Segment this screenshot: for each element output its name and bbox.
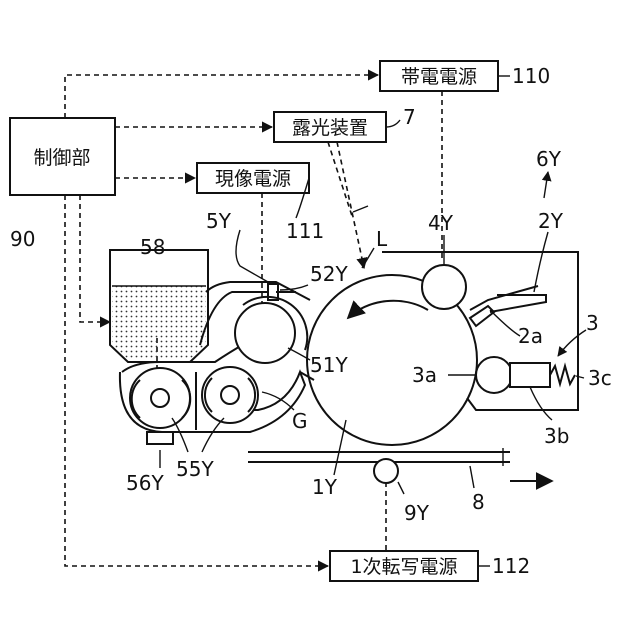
laser-break-mark — [353, 206, 368, 212]
label-6Y: 6Y — [536, 147, 562, 171]
laser-beam — [328, 142, 368, 268]
roller-holder — [510, 363, 550, 387]
intermediate-transfer-belt — [248, 448, 552, 483]
label-110: 110 — [512, 64, 550, 88]
developing-unit — [110, 250, 314, 444]
label-4Y: 4Y — [428, 211, 454, 235]
leader-L — [362, 248, 374, 268]
primary-transfer-power-supply-label: 1次転写電源 — [350, 556, 457, 578]
leader-2Y — [534, 232, 548, 292]
label-52Y: 52Y — [310, 262, 348, 286]
charging-roller — [422, 265, 466, 309]
leader-9Y — [398, 482, 404, 494]
leader-7 — [386, 120, 400, 127]
leader-2a — [490, 310, 520, 336]
cleaner-bottom-seal — [467, 398, 538, 410]
developing-power-supply-label: 現像電源 — [215, 168, 291, 190]
primary-transfer-roller — [374, 459, 398, 483]
label-L: L — [376, 227, 388, 251]
leader-3 — [558, 330, 586, 356]
label-90: 90 — [10, 227, 35, 251]
label-56Y: 56Y — [126, 471, 164, 495]
toner-density-sensor — [147, 432, 173, 444]
label-7: 7 — [403, 105, 416, 129]
label-9Y: 9Y — [404, 501, 430, 525]
label-3c: 3c — [588, 366, 612, 390]
primary-transfer-power-supply-block: 1次転写電源 — [330, 551, 478, 581]
label-3: 3 — [586, 311, 599, 335]
pressure-spring — [550, 366, 575, 384]
cleaner-inner-wall — [470, 286, 538, 310]
charging-power-supply-label: 帯電電源 — [401, 66, 477, 88]
label-58: 58 — [140, 235, 165, 259]
label-2a: 2a — [518, 324, 543, 348]
signal-line-hopper — [80, 195, 110, 322]
control-unit-block: 制御部 — [10, 118, 115, 195]
label-55Y: 55Y — [176, 457, 214, 481]
label-3a: 3a — [412, 363, 437, 387]
leader-6Y — [544, 172, 548, 198]
brush-roller — [476, 357, 512, 393]
control-unit-label: 制御部 — [33, 147, 90, 169]
label-112: 112 — [492, 554, 530, 578]
label-2Y: 2Y — [538, 209, 564, 233]
label-8: 8 — [472, 490, 485, 514]
label-5Y: 5Y — [206, 209, 232, 233]
label-3b: 3b — [544, 424, 569, 448]
label-51Y: 51Y — [310, 353, 348, 377]
exposure-device-block: 露光装置 — [274, 112, 386, 142]
exposure-device-label: 露光装置 — [292, 117, 368, 139]
label-G: G — [292, 409, 308, 433]
leader-5Y — [236, 230, 268, 282]
supply-auger-outer — [130, 368, 190, 428]
developing-roller — [235, 303, 295, 363]
leader-111 — [296, 178, 309, 218]
laser-line-b — [337, 142, 364, 268]
leader-55Y — [172, 418, 224, 452]
toner-fill — [112, 286, 206, 360]
developing-power-supply-block: 現像電源 — [197, 163, 309, 193]
charging-power-supply-block: 帯電電源 — [380, 61, 498, 91]
label-1Y: 1Y — [312, 475, 338, 499]
leader-8 — [470, 466, 474, 488]
label-111: 111 — [286, 219, 324, 243]
leader-3b — [530, 387, 552, 420]
agitation-auger-outer — [202, 367, 258, 423]
